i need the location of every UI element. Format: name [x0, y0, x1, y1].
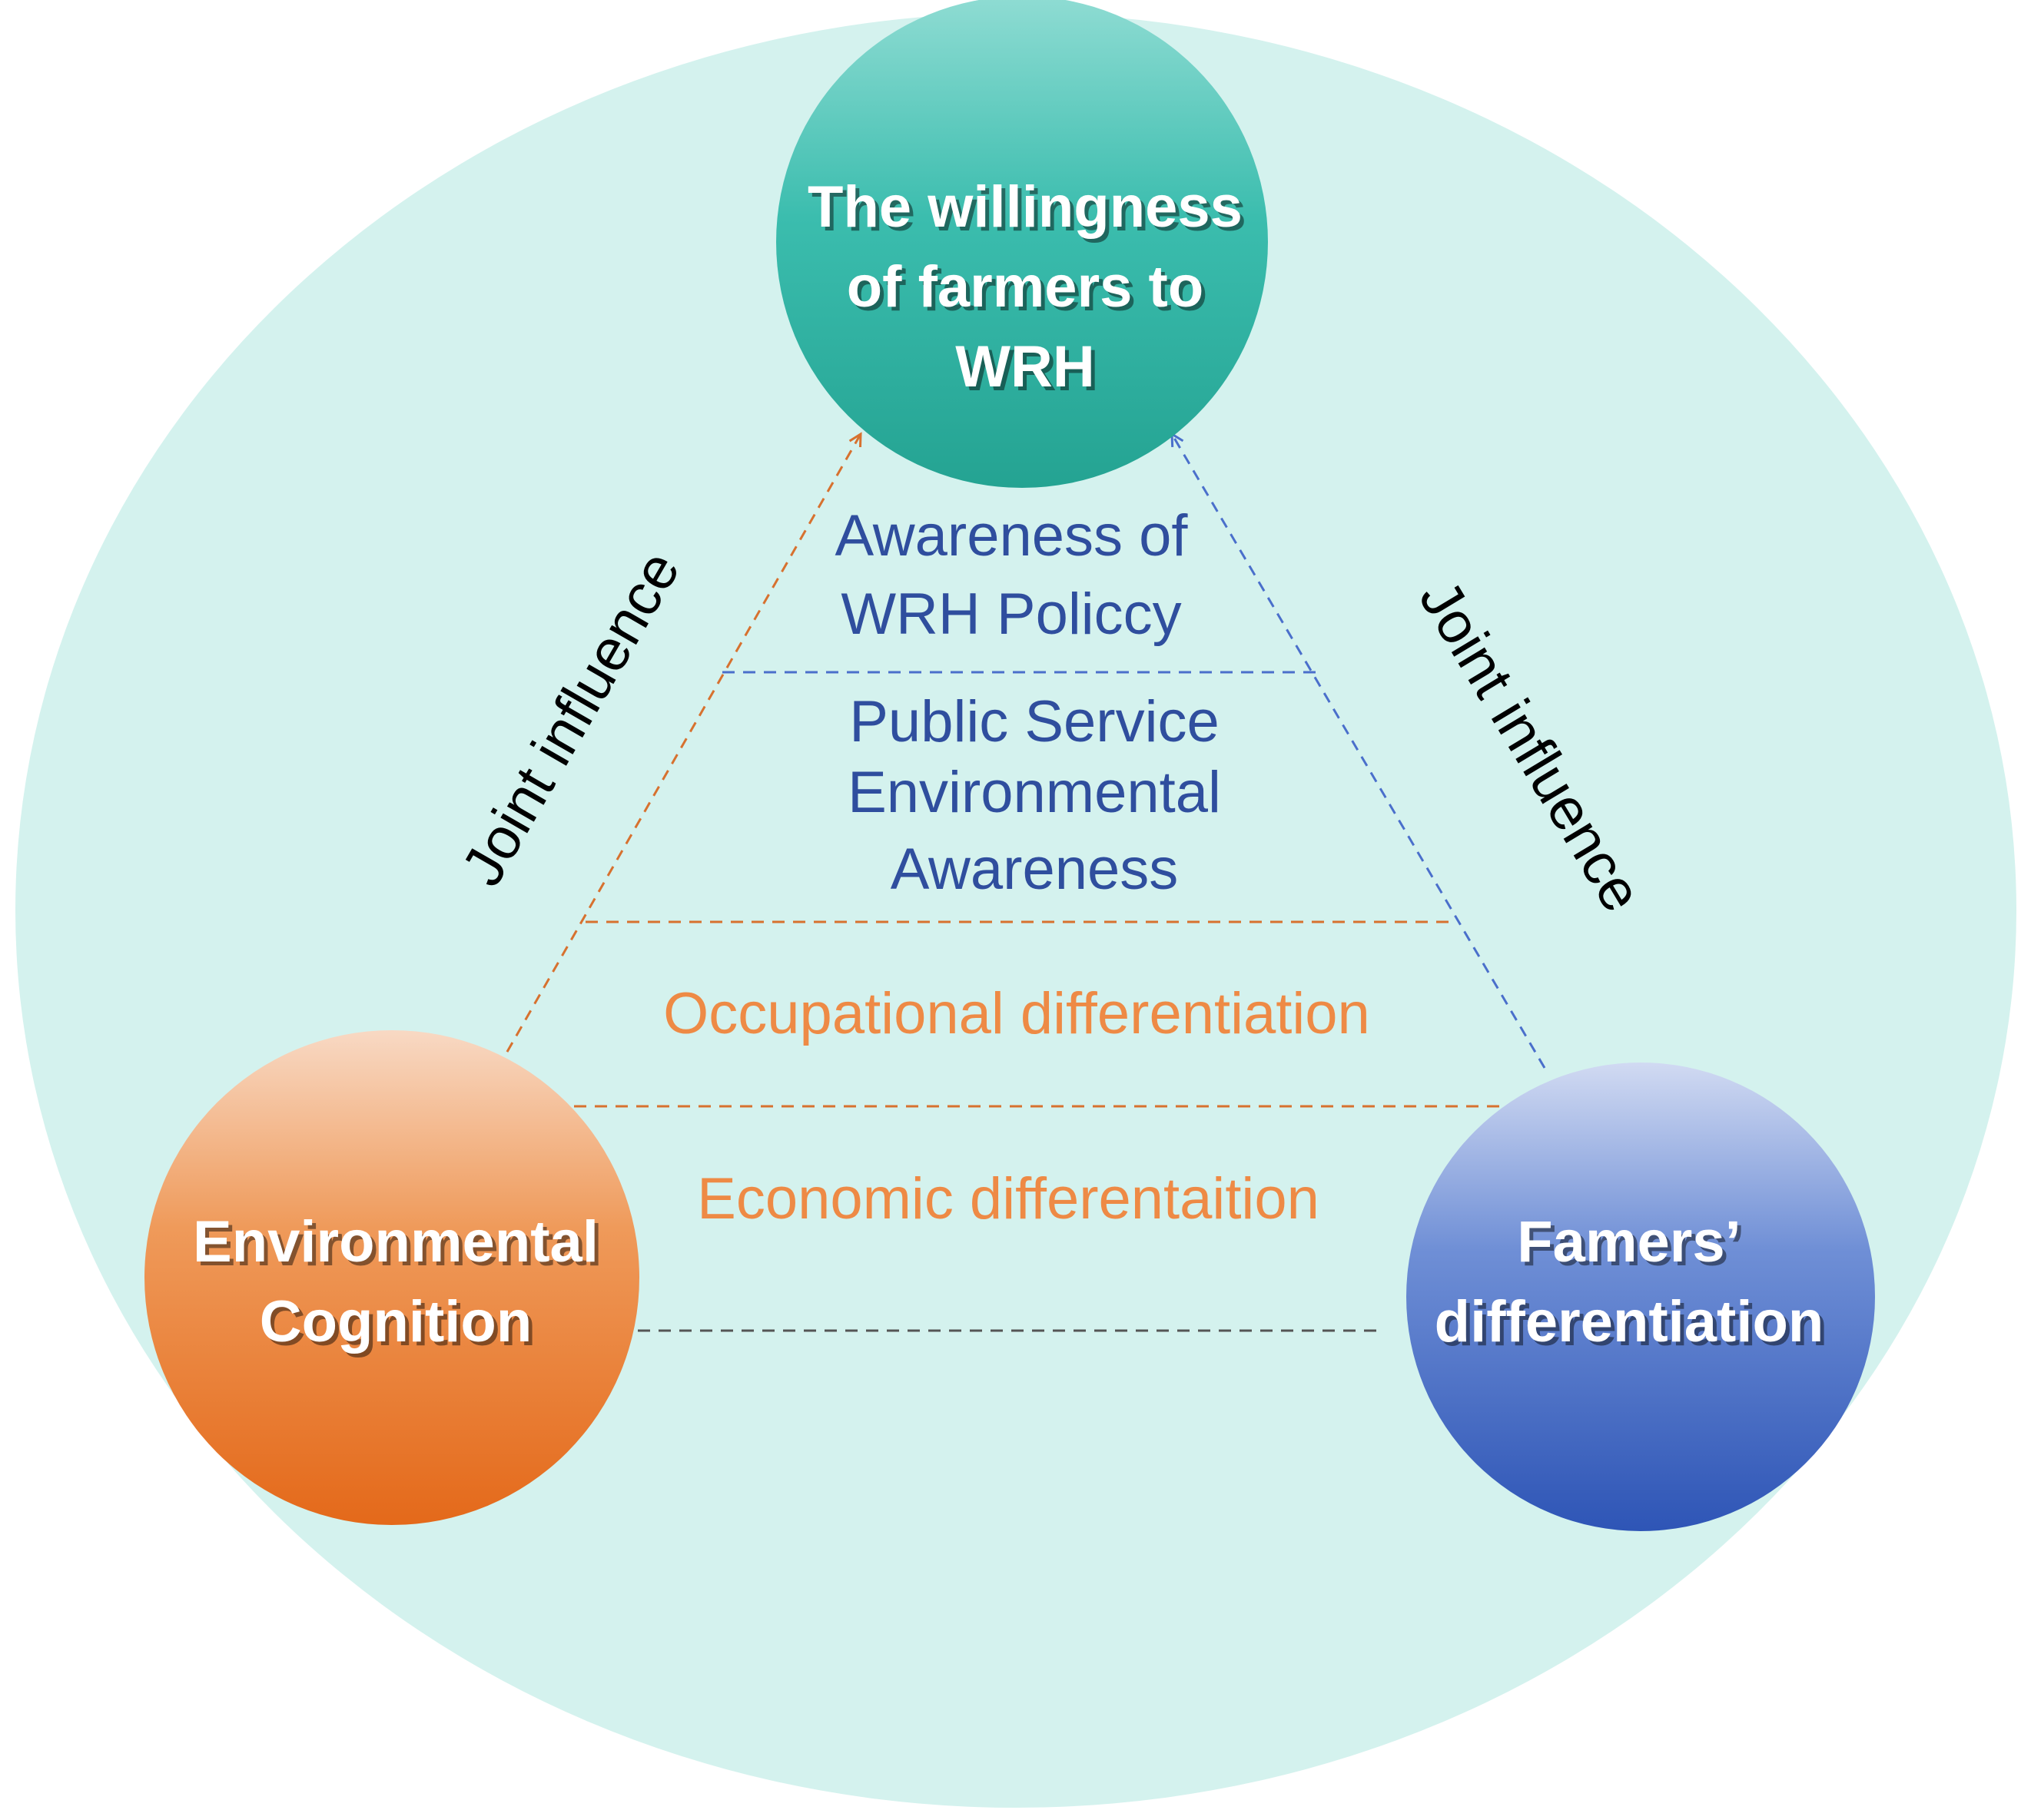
node-farmers-line-2: differentiation [1435, 1289, 1824, 1354]
node-willingness [776, 0, 1268, 488]
layer-occupational: Occupational differentiation [663, 981, 1370, 1046]
svg-text:of farmers to: of farmers to [851, 258, 1208, 323]
node-environmental-line-2: Cognition [260, 1289, 533, 1354]
node-willingness-line-1: The willingness [808, 174, 1243, 240]
svg-text:Environmental: Environmental [197, 1213, 602, 1278]
node-willingness-line-3: WRH [955, 334, 1095, 399]
svg-text:WRH: WRH [959, 338, 1099, 403]
layer-policy-awareness: Awareness of WRH Policcy [835, 503, 1188, 647]
node-environmental-cognition [144, 1030, 639, 1525]
layer-public-line-1: Public Service [849, 689, 1220, 754]
layer-policy-line-1: Awareness of [835, 503, 1188, 569]
svg-text:differentiation: differentiation [1439, 1293, 1828, 1358]
arrow-left-joint [496, 434, 861, 1069]
layer-economic: Economic differentaition [697, 1166, 1319, 1232]
node-willingness-label: The willingness of farmers to WRH The wi… [808, 174, 1246, 403]
svg-text:The willingness: The willingness [811, 178, 1246, 244]
arrow-right-joint [1172, 434, 1546, 1069]
node-environmental-cognition-label: Environmental Cognition Environmental Co… [193, 1209, 602, 1358]
layer-public-line-2: Environmental [848, 760, 1221, 825]
layer-policy-line-2: WRH Policcy [841, 582, 1181, 647]
node-willingness-line-2: of farmers to [847, 254, 1204, 320]
layer-public-service: Public Service Environmental Awareness [848, 689, 1221, 902]
node-farmers-differentiation [1406, 1062, 1875, 1531]
svg-text:Famers’: Famers’ [1521, 1213, 1745, 1278]
svg-text:Cognition: Cognition [264, 1293, 536, 1358]
node-farmers-line-1: Famers’ [1517, 1209, 1741, 1275]
layer-public-line-3: Awareness [891, 837, 1179, 902]
node-environmental-line-1: Environmental [193, 1209, 599, 1275]
node-farmers-differentiation-label: Famers’ differentiation Famers’ differen… [1435, 1209, 1828, 1358]
